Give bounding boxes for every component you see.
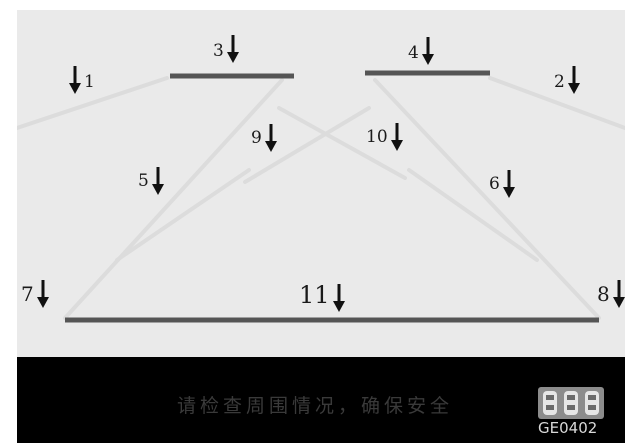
callout-11: 11 xyxy=(299,281,346,315)
callout-11-label: 11 xyxy=(299,281,330,309)
callout-1: 1 xyxy=(66,66,95,94)
callout-4-label: 4 xyxy=(408,43,419,63)
callout-8-label: 8 xyxy=(597,282,610,306)
sensor-cars-graphic xyxy=(543,391,599,415)
callout-7: 7 xyxy=(21,280,50,308)
figure-id-label: GE0402 xyxy=(538,419,598,437)
safety-warning-text: 请检查周围情况，确保安全 xyxy=(177,395,454,417)
faint-guide-right-side xyxy=(373,78,601,320)
callout-5-label: 5 xyxy=(138,171,149,191)
camera-view: 1 2 3 4 9 10 5 6 xyxy=(17,10,625,357)
faint-guide-cross-left xyxy=(243,106,371,184)
bottom-status-bar: 请检查周围情况，确保安全 GE0402 xyxy=(17,357,625,443)
callout-3-label: 3 xyxy=(213,41,224,61)
callout-1-label: 1 xyxy=(84,72,95,92)
callout-5: 5 xyxy=(138,167,165,195)
down-arrow-icon xyxy=(226,35,239,63)
guide-lines-overlay xyxy=(17,70,625,323)
faint-guide-cross-right xyxy=(277,106,407,180)
down-arrow-icon xyxy=(36,280,49,308)
callout-10: 10 xyxy=(366,123,404,151)
faint-guide-right-outer xyxy=(488,76,625,130)
parking-sensor-icon[interactable] xyxy=(538,387,604,419)
callout-9: 9 xyxy=(251,124,278,152)
faint-guide-center-left xyxy=(115,168,251,262)
faint-guide-left-outer xyxy=(17,76,169,130)
callout-2: 2 xyxy=(554,66,581,94)
callout-3: 3 xyxy=(213,35,240,63)
down-arrow-icon xyxy=(264,124,277,152)
down-arrow-icon xyxy=(502,170,515,198)
callout-9-label: 9 xyxy=(251,128,262,148)
callout-7-label: 7 xyxy=(21,282,34,306)
rear-camera-display: 1 2 3 4 9 10 5 6 xyxy=(17,10,625,443)
callout-6-label: 6 xyxy=(489,174,500,194)
down-arrow-icon xyxy=(332,284,345,312)
callout-10-label: 10 xyxy=(366,127,388,147)
down-arrow-icon xyxy=(567,66,580,94)
down-arrow-icon xyxy=(612,280,625,308)
callout-4: 4 xyxy=(408,37,435,65)
down-arrow-icon xyxy=(390,123,403,151)
down-arrow-icon xyxy=(69,66,81,94)
down-arrow-icon xyxy=(421,37,434,65)
down-arrow-icon xyxy=(151,167,164,195)
callout-6: 6 xyxy=(489,170,516,198)
faint-guide-center-right xyxy=(407,168,539,262)
callout-2-label: 2 xyxy=(554,72,565,92)
callout-8: 8 xyxy=(597,280,625,308)
faint-guide-left-side xyxy=(63,78,284,320)
